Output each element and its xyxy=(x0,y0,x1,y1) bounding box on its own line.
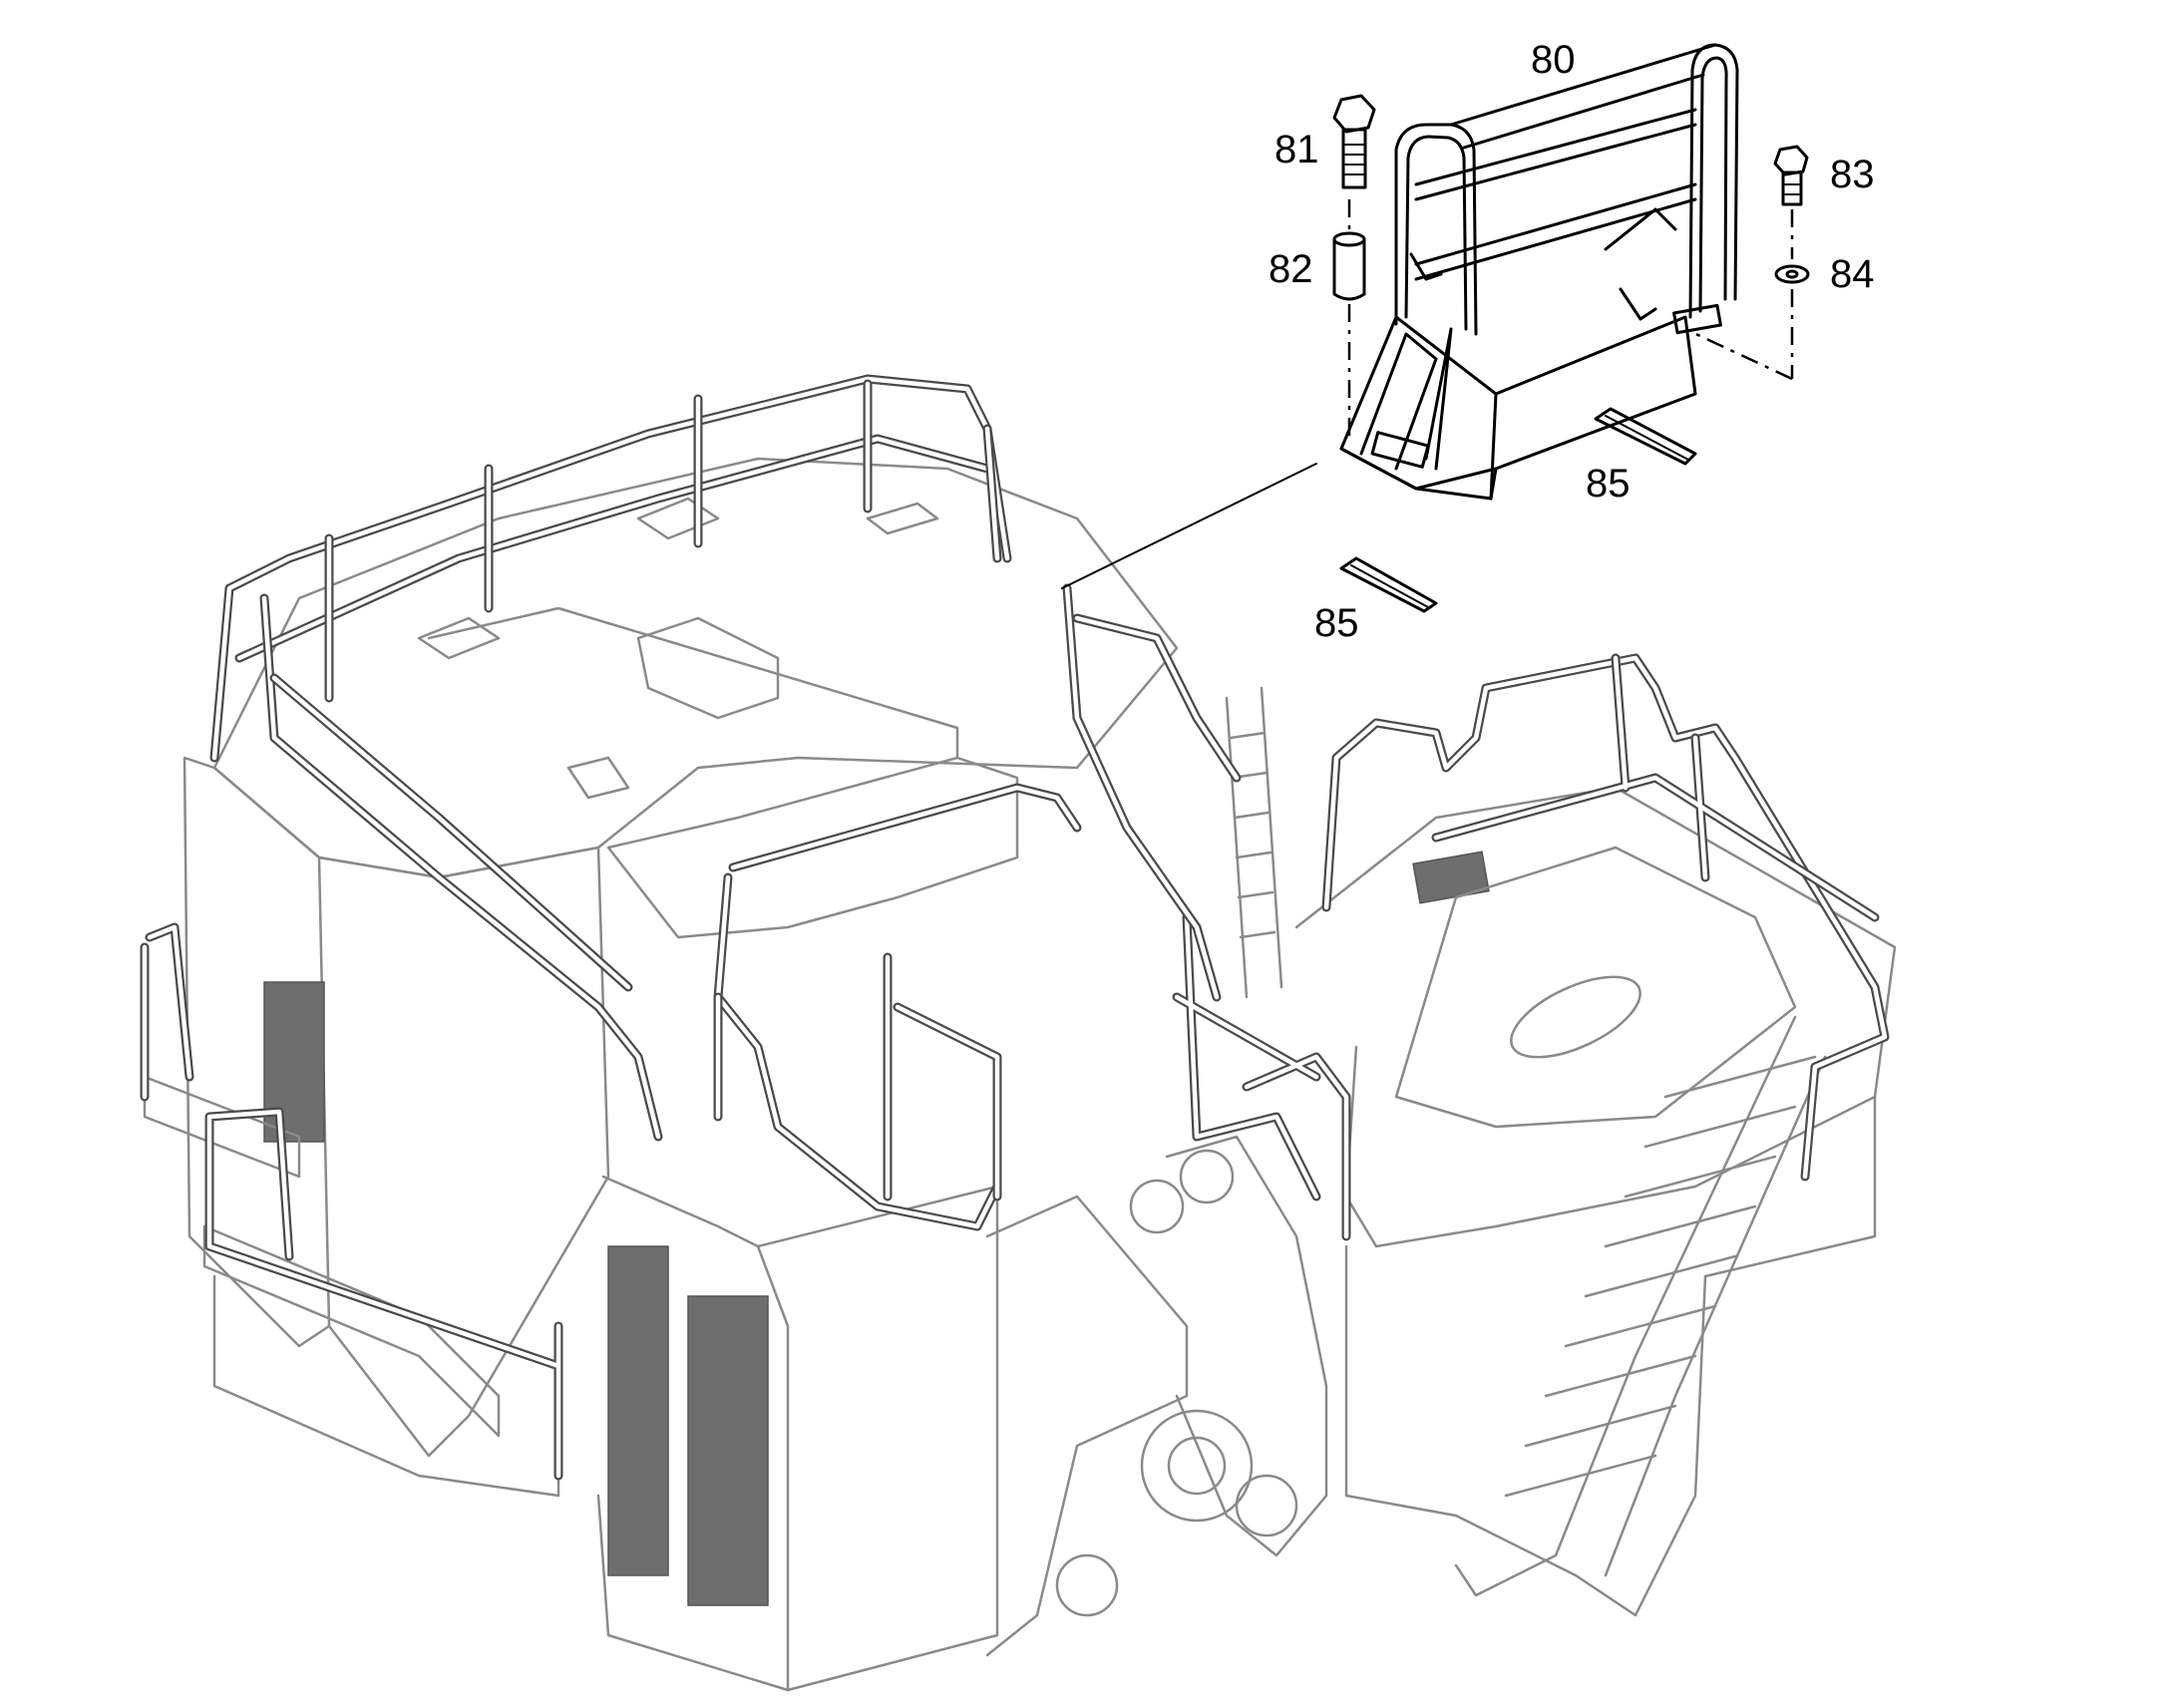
washer xyxy=(1774,264,1810,284)
hex-bolt-short xyxy=(1773,145,1809,206)
leader-line xyxy=(1061,463,1317,589)
mounting-plate-lower xyxy=(1339,556,1438,613)
callout-83: 83 xyxy=(1830,153,1875,196)
callout-85-upper: 85 xyxy=(1586,462,1631,506)
machine-handrails xyxy=(140,374,1890,1481)
callout-84: 84 xyxy=(1830,252,1875,296)
machine-upper-structure xyxy=(143,457,1897,1692)
hex-bolt-long xyxy=(1332,94,1376,189)
callout-85-lower: 85 xyxy=(1314,601,1359,645)
callout-82: 82 xyxy=(1269,247,1313,291)
callout-80: 80 xyxy=(1531,38,1576,82)
alignment-lines xyxy=(1347,199,1794,439)
spacer-sleeve xyxy=(1332,231,1366,301)
railing-gate-assembly xyxy=(1339,43,1739,501)
callout-81: 81 xyxy=(1274,128,1319,171)
mounting-plate-upper xyxy=(1594,407,1697,466)
